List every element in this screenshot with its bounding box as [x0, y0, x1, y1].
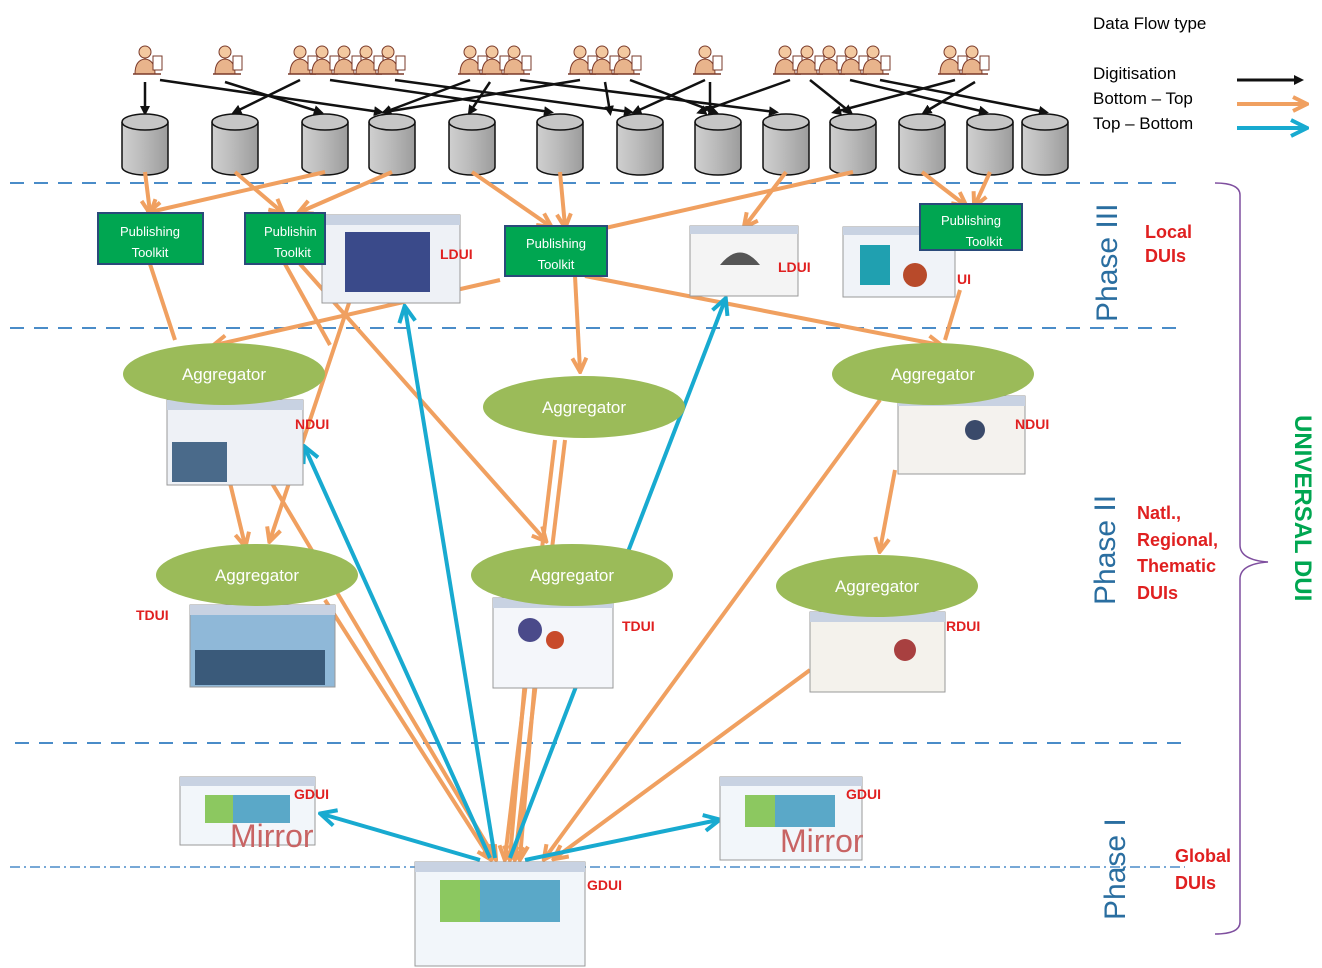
phase-dividers — [10, 182, 1185, 868]
database-icon — [829, 113, 877, 176]
svg-text:Toolkit: Toolkit — [538, 257, 575, 272]
universal-dui-label: UNIVERSAL DUI — [1289, 415, 1316, 601]
dui-screenshots — [166, 214, 1026, 967]
gdui-label: GDUI — [846, 786, 881, 802]
ndui-label: NDUI — [295, 416, 329, 432]
phase-3-label: Phase III — [1091, 204, 1124, 322]
digitisation-arrows — [140, 78, 1049, 117]
database-icon — [1021, 113, 1069, 176]
ndui-screenshot-1 — [166, 399, 304, 486]
ldui-screenshot-1 — [321, 214, 461, 304]
tdui-screenshot-1 — [189, 604, 336, 688]
ndui-screenshot-2 — [897, 395, 1026, 475]
mirror-label: Mirror — [780, 823, 864, 859]
rdui-label: RDUI — [946, 618, 980, 634]
svg-text:Natl.,: Natl., — [1137, 503, 1181, 523]
database-icon — [211, 113, 259, 176]
svg-text:Aggregator: Aggregator — [835, 577, 919, 596]
ldui-label: LDUI — [440, 246, 473, 262]
svg-text:Regional,: Regional, — [1137, 530, 1218, 550]
svg-text:Aggregator: Aggregator — [530, 566, 614, 585]
gdui-screenshot-right — [719, 776, 863, 861]
universal-bracket — [1214, 182, 1269, 935]
ndui-label: UI — [957, 271, 971, 287]
databases — [121, 113, 1069, 176]
aggregators: Aggregator Aggregator Aggregator Aggrega… — [123, 343, 1034, 617]
aggregator-4: Aggregator — [156, 544, 358, 606]
gdui-screenshot-left — [179, 776, 316, 846]
svg-text:Aggregator: Aggregator — [542, 398, 626, 417]
legend-item-bottom-top: Bottom – Top — [1093, 89, 1193, 108]
svg-text:Thematic: Thematic — [1137, 556, 1216, 576]
gdui-label: GDUI — [587, 877, 622, 893]
legend-title: Data Flow type — [1093, 14, 1206, 33]
database-icon — [694, 113, 742, 176]
svg-text:DUIs: DUIs — [1145, 246, 1186, 266]
ldui-label: LDUI — [778, 259, 811, 275]
toolkit-1: Publishing Toolkit — [97, 212, 204, 265]
phase-1-description: Global DUIs — [1175, 846, 1231, 893]
database-icon — [762, 113, 810, 176]
svg-text:DUIs: DUIs — [1137, 583, 1178, 603]
gdui-screenshot-main — [414, 861, 586, 967]
svg-text:Publishin: Publishin — [264, 224, 317, 239]
database-icon — [121, 113, 169, 176]
digitiser-people — [132, 45, 990, 75]
svg-text:Toolkit: Toolkit — [966, 234, 1003, 249]
dui-labels: LDUI LDUI UI NDUI NDUI TDUI TDUI RDUI GD… — [136, 246, 1049, 893]
svg-text:Publishing: Publishing — [120, 224, 180, 239]
legend: Data Flow type Digitisation Bottom – Top… — [1093, 14, 1305, 133]
svg-text:DUIs: DUIs — [1175, 873, 1216, 893]
tdui-label: TDUI — [622, 618, 655, 634]
database-icon — [301, 113, 349, 176]
bottom-top-arrows — [145, 170, 992, 858]
toolkit-2: Publishin Toolkit — [244, 212, 326, 265]
person-icon — [692, 45, 723, 75]
database-icon — [616, 113, 664, 176]
legend-item-digitisation: Digitisation — [1093, 64, 1176, 83]
phase-3-description: Local DUIs — [1145, 222, 1192, 266]
svg-text:Aggregator: Aggregator — [182, 365, 266, 384]
database-icon — [536, 113, 584, 176]
database-icon — [966, 113, 1014, 176]
rdui-screenshot — [809, 611, 946, 693]
svg-text:Publishing: Publishing — [941, 213, 1001, 228]
ldui-screenshot-2 — [689, 225, 799, 297]
toolkit-4: Publishing Toolkit — [919, 203, 1023, 251]
svg-text:Toolkit: Toolkit — [132, 245, 169, 260]
tdui-screenshot-2 — [492, 597, 614, 689]
person-icon — [132, 45, 163, 75]
publishing-toolkits: Publishing Toolkit Publishin Toolkit Pub… — [97, 203, 1023, 277]
svg-text:Toolkit: Toolkit — [274, 245, 311, 260]
svg-text:Global: Global — [1175, 846, 1231, 866]
gdui-label: GDUI — [294, 786, 329, 802]
aggregator-5: Aggregator — [471, 544, 673, 606]
aggregator-2: Aggregator — [483, 376, 685, 438]
svg-text:Local: Local — [1145, 222, 1192, 242]
svg-text:Publishing: Publishing — [526, 236, 586, 251]
ndui-label: NDUI — [1015, 416, 1049, 432]
svg-text:Aggregator: Aggregator — [215, 566, 299, 585]
aggregator-1: Aggregator — [123, 343, 325, 405]
phase-1-label: Phase I — [1099, 818, 1132, 920]
phase-2-description: Natl., Regional, Thematic DUIs — [1137, 503, 1218, 603]
aggregator-3: Aggregator — [832, 343, 1034, 405]
tdui-label: TDUI — [136, 607, 169, 623]
database-icon — [368, 113, 416, 176]
svg-text:Aggregator: Aggregator — [891, 365, 975, 384]
database-icon — [448, 113, 496, 176]
aggregator-6: Aggregator — [776, 555, 978, 617]
phase-2-label: Phase II — [1089, 495, 1122, 605]
mirror-label: Mirror — [230, 818, 314, 854]
person-icon — [212, 45, 243, 75]
legend-item-top-bottom: Top – Bottom — [1093, 114, 1193, 133]
toolkit-3: Publishing Toolkit — [504, 225, 608, 277]
database-icon — [898, 113, 946, 176]
